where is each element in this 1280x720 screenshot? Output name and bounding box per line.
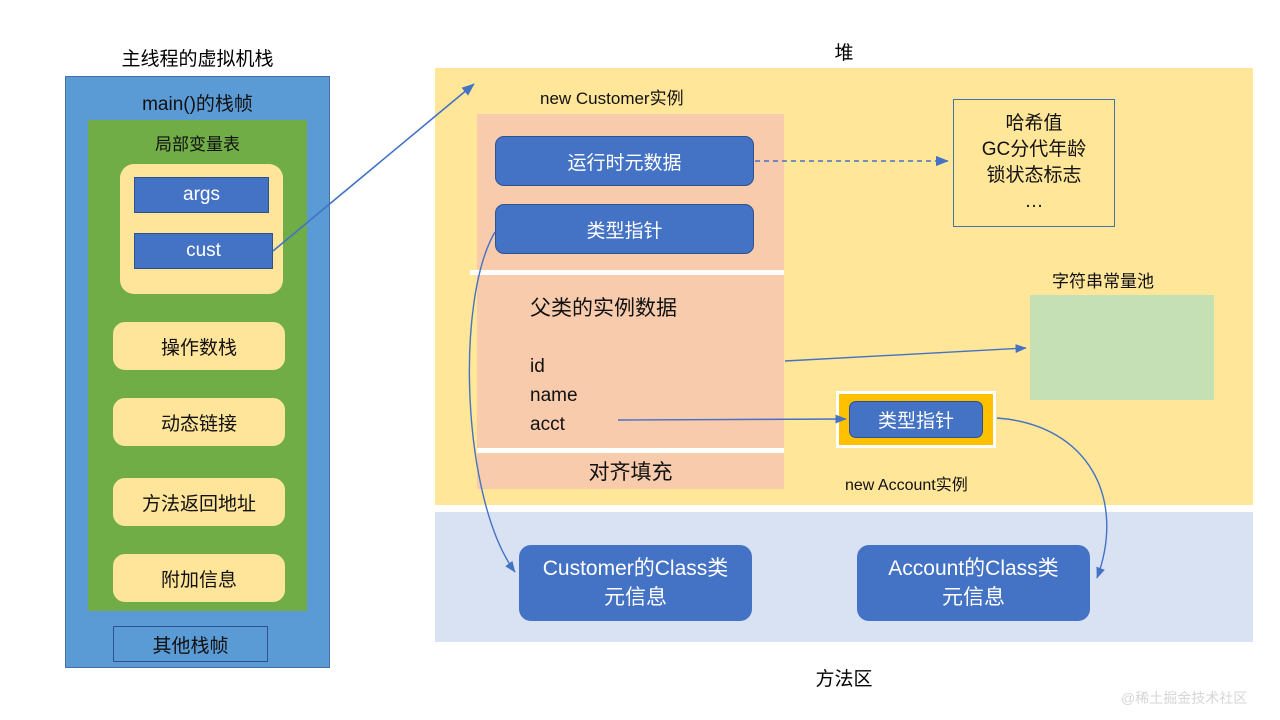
customer-class-metadata-box[interactable]: Customer的Class类 元信息 [519,545,752,621]
header-info-ellipsis: … [1024,191,1044,212]
customer-meta-line1: Customer的Class类 [542,557,729,580]
alignment-divider [477,448,784,453]
account-class-metadata-box[interactable]: Account的Class类 元信息 [857,545,1090,621]
stack-item-operand-stack[interactable]: 操作数栈 [113,322,285,370]
field-id: id [530,356,545,377]
customer-instance-label: new Customer实例 [540,89,684,108]
stack-item-extra-info[interactable]: 附加信息 [113,554,285,602]
runtime-metadata-box[interactable]: 运行时元数据 [495,136,754,186]
header-info-lock-flag: 锁状态标志 [986,165,1082,186]
local-variable-table-title: 局部变量表 [155,135,240,154]
field-name: name [530,385,578,406]
account-instance-label: new Account实例 [845,477,968,494]
instance-field-list: id name acct [530,352,578,439]
object-header-info-box: 哈希值 GC分代年龄 锁状态标志 … [953,99,1115,227]
header-info-gc-age: GC分代年龄 [981,139,1087,160]
parent-instance-data-label: 父类的实例数据 [530,297,677,320]
customer-meta-line2: 元信息 [603,586,667,609]
string-constant-pool-title: 字符串常量池 [1052,272,1154,291]
string-constant-pool-box [1030,295,1214,400]
watermark: @稀土掘金技术社区 [1121,690,1248,706]
stack-item-dynamic-link[interactable]: 动态链接 [113,398,285,446]
account-type-pointer-box[interactable]: 类型指针 [849,401,983,438]
alignment-padding-label: 对齐填充 [588,461,673,484]
method-area-title: 方法区 [815,669,873,690]
local-var-cust[interactable]: cust [134,233,273,269]
local-var-args[interactable]: args [134,177,269,213]
field-acct: acct [530,414,565,435]
stack-item-return-address[interactable]: 方法返回地址 [113,478,285,526]
customer-type-pointer-box[interactable]: 类型指针 [495,204,754,254]
object-header-divider [470,270,784,275]
heap-title: 堆 [834,43,854,64]
header-info-hash: 哈希值 [1005,113,1063,134]
account-meta-line1: Account的Class类 [888,557,1059,580]
other-stack-frames[interactable]: 其他栈帧 [113,626,268,662]
account-meta-line2: 元信息 [941,586,1005,609]
vm-stack-title: 主线程的虚拟机栈 [121,49,274,70]
main-frame-title: main()的栈帧 [142,94,253,115]
